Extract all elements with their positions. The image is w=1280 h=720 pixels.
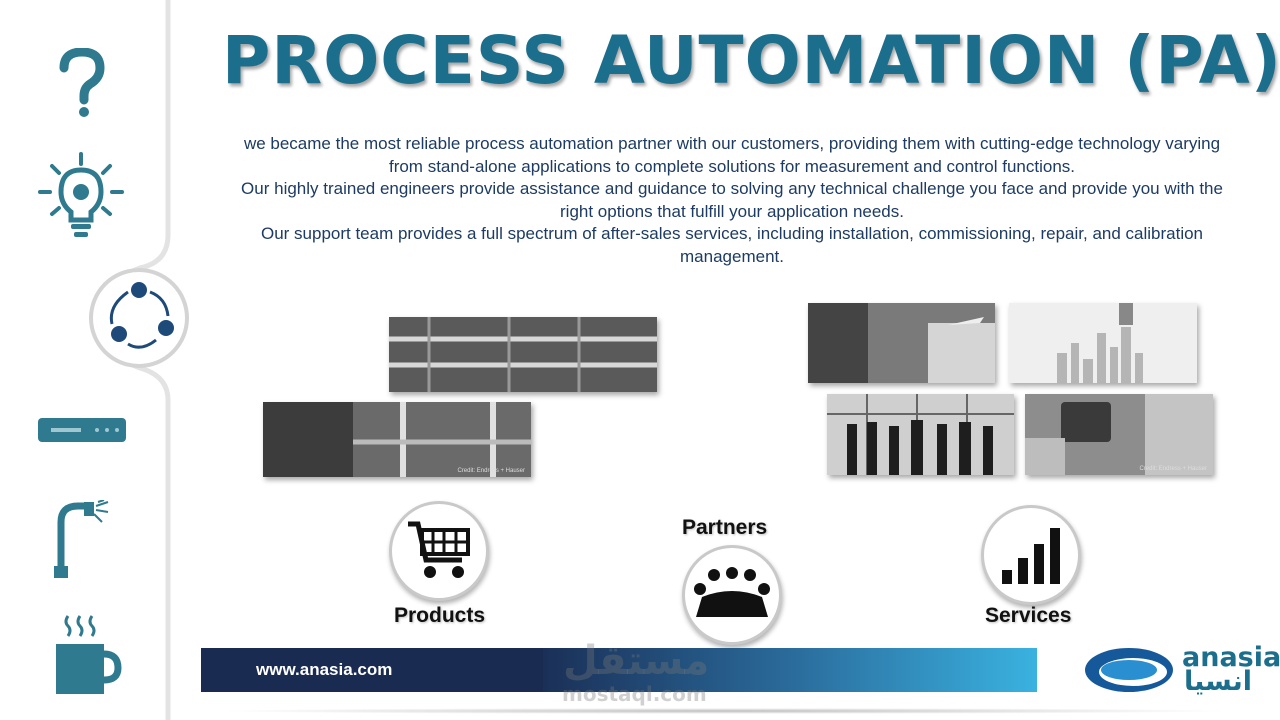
footer-bar-left: [201, 648, 543, 692]
photo-credit: Credit: Endress + Hauser: [457, 468, 525, 474]
pipework-image: [389, 317, 657, 392]
logistics-image: [808, 303, 995, 383]
logo-text-en: anasia: [1182, 642, 1280, 673]
description-paragraph: we became the most reliable process auto…: [243, 134, 1221, 176]
logo-mark-icon: [1085, 648, 1173, 692]
description-paragraph: Our highly trained engineers provide ass…: [241, 179, 1223, 221]
description-paragraph: Our support team provides a full spectru…: [260, 224, 1204, 266]
signal-bars-icon: [1002, 528, 1060, 584]
partners-label: Partners: [682, 516, 768, 539]
lab-image: [1025, 394, 1213, 475]
photo-pipework: [389, 317, 657, 392]
photo-lab: Credit: Endress + Hauser: [1025, 394, 1213, 475]
description: we became the most reliable process auto…: [232, 133, 1232, 268]
partners-circle[interactable]: [682, 545, 782, 645]
photo-credit: Credit: Endress + Hauser: [1139, 466, 1207, 472]
city-image: [1009, 303, 1197, 383]
products-circle[interactable]: [389, 501, 489, 601]
coffee-mug-icon[interactable]: [54, 614, 122, 700]
device-icon[interactable]: [37, 414, 127, 452]
services-circle[interactable]: [981, 505, 1081, 605]
anasia-logo: [1083, 646, 1175, 698]
lightbulb-gear-icon[interactable]: [38, 152, 124, 246]
sidebar: [0, 0, 189, 720]
photo-engineer: Credit: Endress + Hauser: [263, 402, 531, 477]
website-link[interactable]: www.anasia.com: [256, 660, 393, 679]
footer-shadow: [215, 708, 1235, 714]
page-title: PROCESS AUTOMATION (PA): [222, 22, 1280, 99]
footer-bar: www.anasia.com: [201, 648, 1037, 692]
meeting-icon: [694, 567, 770, 617]
business-image: [827, 394, 1014, 475]
photo-city: [1009, 303, 1197, 383]
services-label: Services: [985, 604, 1072, 627]
photo-logistics: [808, 303, 995, 383]
watermark-ar: مستقل: [563, 638, 710, 684]
engineer-image: [263, 402, 531, 477]
photo-business: [827, 394, 1014, 475]
shower-icon[interactable]: [50, 499, 112, 584]
shopping-cart-icon: [408, 521, 470, 578]
products-label: Products: [394, 604, 486, 627]
logo-text-ar: انسيا: [1184, 666, 1253, 697]
question-icon[interactable]: [56, 47, 108, 122]
cycle-icon[interactable]: [86, 268, 192, 372]
watermark-en: mostaql.com: [562, 682, 707, 706]
